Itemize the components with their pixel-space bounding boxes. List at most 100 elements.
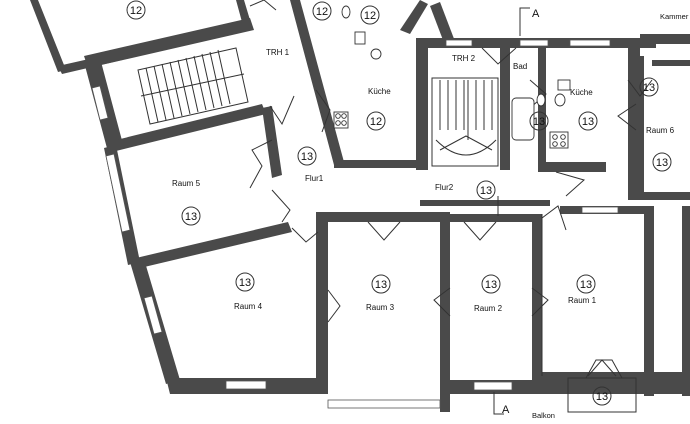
unit-number: 13 xyxy=(643,82,655,94)
wall-kueche-left xyxy=(290,0,344,165)
door-raum1 xyxy=(541,205,567,231)
burner-3 xyxy=(335,120,341,126)
window-raum2-bottom xyxy=(473,381,513,391)
door-raum5 xyxy=(249,139,273,189)
wall-raum6-bottom xyxy=(636,192,690,200)
room-label-balkon: Balkon xyxy=(532,411,555,420)
room-label-flur1: Flur1 xyxy=(305,174,324,183)
door-upper-unit xyxy=(249,0,277,11)
door-raum2-right xyxy=(531,287,549,317)
wall-raum6-left xyxy=(636,56,644,196)
wall-kammer-mid xyxy=(652,60,690,66)
burner-2 xyxy=(341,113,347,119)
wall-upper-top xyxy=(236,0,250,22)
room-label-raum4: Raum 4 xyxy=(234,302,263,311)
burner-1 xyxy=(335,113,341,119)
unit-number: 12 xyxy=(370,116,382,128)
door-raum3-top xyxy=(367,221,401,241)
wall-trh2-right xyxy=(500,40,510,170)
door-bad xyxy=(529,79,547,109)
section-marks: A A xyxy=(493,7,540,416)
wall-kueche-bottom xyxy=(334,160,418,168)
room-label-kueche-left: Küche xyxy=(368,87,391,96)
toilet-upper xyxy=(341,5,351,19)
wall-raum5-right xyxy=(262,106,282,178)
unit-numbers: 12 12 12 12 13 13 13 13 13 13 13 13 13 1… xyxy=(130,5,668,403)
section-mark-label-bottom: A xyxy=(502,404,510,416)
fixtures xyxy=(333,5,571,149)
unit-number: 13 xyxy=(656,157,668,169)
wall-raum3-left xyxy=(316,212,328,394)
door-kammer xyxy=(627,79,653,97)
stairs-trh1 xyxy=(137,47,249,125)
room-label-raum1: Raum 1 xyxy=(568,296,597,305)
wall-bad-right xyxy=(538,48,546,172)
balkon-bay xyxy=(585,359,623,379)
toilet-bad xyxy=(536,93,546,107)
door-trh1 xyxy=(269,95,295,126)
wall-raum1-right xyxy=(644,206,654,396)
sink-upper xyxy=(354,31,366,45)
unit-number: 13 xyxy=(596,391,608,403)
window-trh1 xyxy=(91,85,109,121)
unit-number: 13 xyxy=(239,277,251,289)
unit-number: 13 xyxy=(480,185,492,197)
walls xyxy=(30,0,690,412)
unit-number: 12 xyxy=(130,5,142,17)
wall-right-edge xyxy=(682,206,690,396)
burner-6 xyxy=(560,134,566,140)
room-label-raum3: Raum 3 xyxy=(366,303,395,312)
room-label-kammer: Kammer xyxy=(660,12,689,21)
section-mark-label-top: A xyxy=(532,8,540,20)
burner-8 xyxy=(560,141,566,147)
stair-treads-trh2 xyxy=(435,80,497,156)
window-raum4-bottom xyxy=(225,380,267,390)
doors xyxy=(249,0,653,377)
stair-outline-trh1 xyxy=(137,47,249,125)
wall-raum3-right xyxy=(440,212,450,412)
wall-trh1-bottom xyxy=(108,104,266,152)
wall-trh2-left xyxy=(416,40,428,170)
window-bad xyxy=(519,39,549,47)
unit-number: 13 xyxy=(582,116,594,128)
wall-raum2-top xyxy=(446,214,542,222)
unit-number: 13 xyxy=(533,116,545,128)
section-mark-bottom xyxy=(493,392,504,415)
unit-number: 12 xyxy=(316,6,328,18)
wall-kueche-right-slant xyxy=(430,2,456,48)
wall-kueche-right-bottom xyxy=(546,162,606,172)
wall-kammer-top xyxy=(640,34,690,44)
window-trh2 xyxy=(445,39,473,47)
unit-number: 12 xyxy=(364,10,376,22)
burner-7 xyxy=(552,141,558,147)
door-raum4 xyxy=(291,227,319,243)
door-raum6 xyxy=(617,103,637,131)
room-label-flur2: Flur2 xyxy=(435,183,454,192)
wall-raum2-right xyxy=(532,214,542,394)
room-label-bad: Bad xyxy=(513,62,527,71)
door-trh2 xyxy=(481,47,517,65)
unit-number: 13 xyxy=(375,279,387,291)
window-lines xyxy=(91,39,637,413)
door-flur1 xyxy=(271,189,291,223)
bathtub xyxy=(511,97,535,141)
door-raum2-top xyxy=(463,221,497,241)
room-labels: TRH 1 Küche TRH 2 Bad Küche Kammer Raum … xyxy=(172,12,689,420)
unit-number: 13 xyxy=(485,279,497,291)
room-label-raum6: Raum 6 xyxy=(646,126,675,135)
window-raum3-bottom xyxy=(327,399,441,409)
section-mark-top xyxy=(519,7,530,36)
wall-flur-inner xyxy=(420,200,550,206)
room-label-trh1: TRH 1 xyxy=(266,48,290,57)
door-kueche-left xyxy=(315,89,331,133)
wall-raum3-top xyxy=(316,212,448,222)
burner-5 xyxy=(552,134,558,140)
window-raum4 xyxy=(143,295,163,335)
unit-number: 13 xyxy=(301,151,313,163)
wall-upper-left xyxy=(30,0,66,72)
door-kueche-right xyxy=(555,171,586,197)
window-kueche-right xyxy=(569,39,611,47)
stairs-trh2 xyxy=(431,77,499,167)
room-label-raum5: Raum 5 xyxy=(172,179,201,188)
radiator-kueche-right xyxy=(557,79,571,91)
